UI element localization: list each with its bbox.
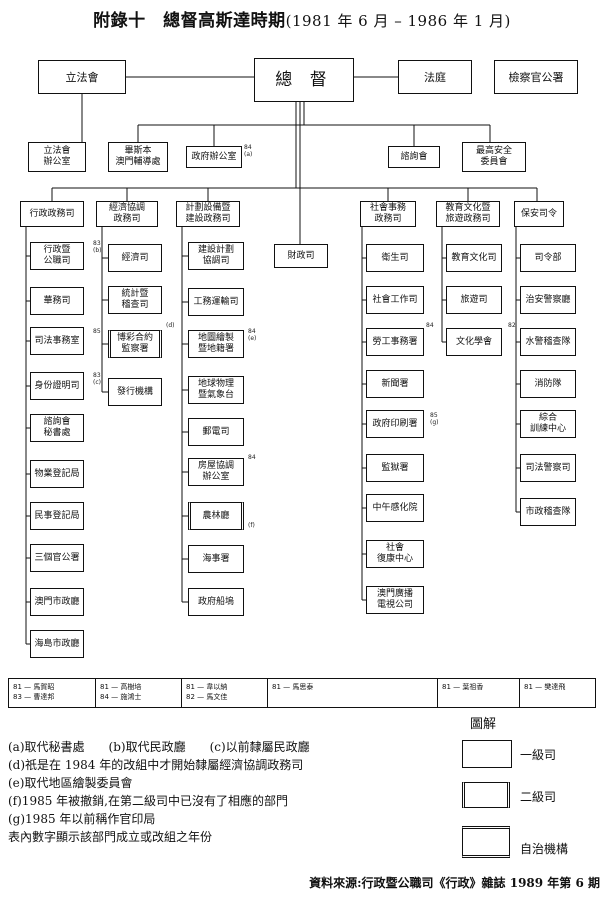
plan-dept-box: 建設計劃 協調司 [188, 242, 244, 270]
title-period: (1981 年 6 月 – 1986 年 1 月) [285, 12, 511, 30]
year-housing: 84 [248, 454, 256, 461]
econ-dept-box: 經濟司 [108, 244, 162, 272]
year-print: 85 (g) [430, 412, 439, 426]
edu-dept-box: 文化學會 [446, 328, 502, 356]
note-f: (f)1985 年被撤銷,在第二級司中已沒有了相應的部門 [8, 794, 288, 808]
box-sec-admin: 行政政務司 [20, 201, 84, 227]
admin-dept-box: 三個官公署 [30, 544, 84, 572]
econ-dept-box: 統計暨 稽查司 [108, 286, 162, 314]
edu-dept-box: 旅遊司 [446, 286, 502, 314]
admin-dept-box: 諮詢會 秘書處 [30, 414, 84, 442]
chart-title: 附錄十 總督高斯達時期(1981 年 6 月 – 1986 年 1 月) [0, 6, 604, 31]
security-dept-box: 司令部 [520, 244, 576, 272]
holders-plan: 81 — 韋以納 82 — 馬文佳 [181, 679, 267, 707]
box-finance: 財政司 [274, 244, 328, 268]
security-dept-box: 消防隊 [520, 370, 576, 398]
admin-dept-box: 民事登記局 [30, 502, 84, 530]
year-plan-d: (d) [166, 322, 175, 329]
social-dept-box: 社會工作司 [366, 286, 424, 314]
social-dept-box: 社會 復康中心 [366, 540, 424, 568]
admin-dept-box: 身份證明司 [30, 372, 84, 400]
plan-dept-box: 農林廳 [188, 502, 244, 530]
holders-security: 81 — 樊達飛 [519, 679, 595, 707]
year-justice: 85 [93, 328, 101, 335]
office-holders-strip: 81 — 馬賀昭 83 — 曹達邦 81 — 高樹培 84 — 施鴻士 81 —… [8, 678, 596, 708]
admin-dept-box: 華務司 [30, 287, 84, 315]
title-main: 附錄十 總督高斯達時期 [93, 11, 286, 31]
legend-second-swatch [462, 782, 510, 808]
footnotes: (a)取代秘書處 (b)取代民政廳 (c)以前隸屬民政廳 (d)祇是在 1984… [8, 738, 310, 846]
box-sec-social: 社會事務 政務司 [360, 201, 416, 227]
box-leg-office: 立法會 辦公室 [28, 142, 86, 172]
legend-first-label: 一級司 [520, 748, 557, 762]
year-security: 82 [508, 322, 516, 329]
security-dept-box: 水警稽查隊 [520, 328, 576, 356]
admin-dept-box: 物業登記局 [30, 460, 84, 488]
box-sec-econ: 經濟協調 政務司 [96, 201, 158, 227]
econ-dept-box: 博彩合約 監察署 [108, 330, 162, 358]
admin-dept-box: 司法事務室 [30, 327, 84, 355]
holders-admin: 81 — 馬賀昭 83 — 曹達邦 [13, 683, 55, 701]
year-map: 84 (e) [248, 328, 257, 342]
box-sec-security: 保安司令 [514, 201, 564, 227]
admin-dept-box: 澳門市政廳 [30, 588, 84, 616]
year-agri: (f) [248, 522, 255, 529]
holders-social: 81 — 馬思泰 [267, 679, 437, 707]
box-gov-office: 政府辦公室 [186, 146, 242, 168]
security-dept-box: 治安警察廳 [520, 286, 576, 314]
year-labour: 84 [426, 322, 434, 329]
econ-dept-box: 發行機構 [108, 378, 162, 406]
social-dept-box: 衛生司 [366, 244, 424, 272]
holders-econ: 81 — 高樹培 84 — 施鴻士 [95, 679, 181, 707]
box-legislative: 立法會 [38, 60, 126, 94]
year-econ-note: 83 (b) [93, 240, 102, 254]
social-dept-box: 澳門廣播 電視公司 [366, 586, 424, 614]
box-sec-edu: 教育文化暨 旅遊政務司 [436, 201, 500, 227]
social-dept-box: 監獄署 [366, 454, 424, 482]
legend-auto-swatch [462, 826, 510, 858]
note-d: (d)祇是在 1984 年的改組中才開始隸屬經濟協調政務司 [8, 758, 304, 772]
social-dept-box: 中午感化院 [366, 494, 424, 522]
legend-auto-label: 自治機構 [520, 842, 569, 856]
legend-title: 圖解 [470, 717, 497, 732]
social-dept-box: 政府印刷署 [366, 410, 424, 438]
plan-dept-box: 政府船塢 [188, 588, 244, 616]
note-e: (e)取代地區繪製委員會 [8, 776, 133, 790]
plan-dept-box: 地圖繪製 暨地籍署 [188, 330, 244, 358]
year-gov-office: 84 (a) [244, 144, 253, 158]
holders-edu: 81 — 葉祖香 [437, 679, 519, 707]
social-dept-box: 新聞署 [366, 370, 424, 398]
plan-dept-box: 工務運輸司 [188, 288, 244, 316]
note-years: 表內數字顯示該部門成立或改組之年份 [8, 830, 213, 844]
admin-dept-box: 行政暨 公職司 [30, 242, 84, 270]
note-g: (g)1985 年以前稱作官印局 [8, 812, 156, 826]
legend-second-label: 二級司 [520, 790, 557, 804]
box-court: 法庭 [398, 60, 472, 94]
box-governor: 總 督 [254, 58, 354, 102]
security-dept-box: 市政稽查隊 [520, 498, 576, 526]
source-note: 資料來源:行政暨公職司《行政》雜誌 1989 年第 6 期 [309, 876, 600, 890]
box-consult: 諮詢會 [388, 146, 440, 168]
admin-dept-box: 海島市政廳 [30, 630, 84, 658]
box-sec-plan: 計劃設備暨 建設政務司 [176, 201, 240, 227]
security-dept-box: 司法警察司 [520, 454, 576, 482]
note-a-b-c: (a)取代秘書處 (b)取代民政廳 (c)以前隸屬民政廳 [8, 740, 310, 754]
social-dept-box: 勞工事務署 [366, 328, 424, 356]
year-identity: 83 (c) [93, 372, 101, 386]
plan-dept-box: 地球物理 暨氣象台 [188, 376, 244, 404]
plan-dept-box: 海事署 [188, 545, 244, 573]
box-audit: 檢察官公署 [494, 60, 578, 94]
legend-first-swatch [462, 740, 512, 768]
plan-dept-box: 郵電司 [188, 418, 244, 446]
box-security-council: 最高安全 委員會 [462, 142, 526, 172]
edu-dept-box: 教育文化司 [446, 244, 502, 272]
plan-dept-box: 房屋協調 辦公室 [188, 458, 244, 486]
box-secretary: 畢斯本 澳門輔導處 [108, 142, 168, 172]
security-dept-box: 綜合 訓練中心 [520, 410, 576, 438]
